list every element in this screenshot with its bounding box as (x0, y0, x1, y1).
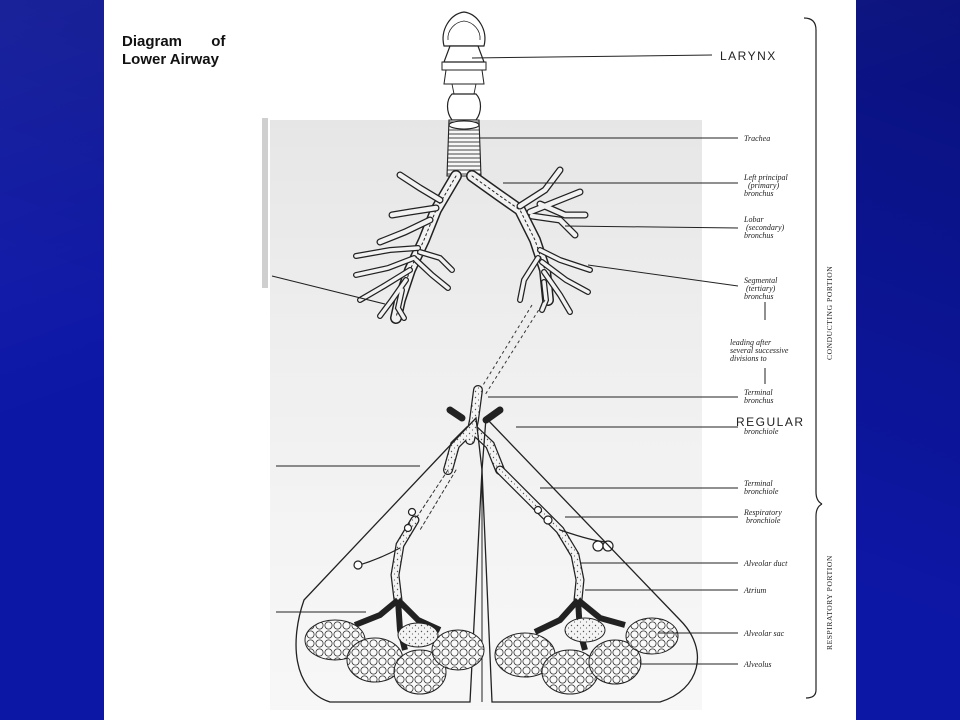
label-bronchiole: bronchiole (744, 427, 779, 436)
successive-division-lines (476, 299, 546, 396)
larynx-drawing (441, 11, 487, 121)
title-line-2: Lower Airway (122, 51, 219, 68)
bronchial-tree (353, 166, 593, 324)
trachea-drawing (446, 119, 482, 177)
label-left-principal-2: (primary) (748, 181, 779, 190)
label-trachea: Trachea (744, 134, 770, 143)
label-terminal-bronchiole-1: Terminal (744, 479, 773, 488)
label-left-principal-3: bronchus (744, 189, 773, 198)
left-pointer-lines (271, 275, 420, 613)
respiratory-bracket (805, 503, 823, 699)
label-lobar-3: bronchus (744, 231, 773, 240)
label-segmental-2: (tertiary) (746, 284, 776, 293)
conducting-bracket (803, 17, 823, 505)
label-regular: REGULAR (736, 415, 805, 429)
label-larynx: LARYNX (720, 49, 777, 63)
label-terminal-bronchus-2: bronchus (744, 396, 773, 405)
respiratory-portion-label: RESPIRATORY PORTION (825, 555, 834, 650)
alveolar-sacs-right (494, 597, 679, 695)
alveolar-sacs-left (304, 597, 485, 695)
diagram-labels: LARYNX Trachea Left principal (primary) … (720, 49, 805, 669)
scan-margin-text (262, 118, 268, 288)
label-segmental-1: Segmental (744, 276, 778, 285)
label-lobar-1: Lobar (743, 215, 764, 224)
label-alveolus: Alveolus (743, 660, 772, 669)
label-lobar-2: (secondary) (746, 223, 785, 232)
label-leading-2: several successive (730, 346, 789, 355)
acinus-outlines (295, 416, 699, 703)
leader-lines (471, 54, 766, 665)
diagram-title: Diagram of Lower Airway (122, 33, 262, 69)
label-leading-1: leading after (730, 338, 772, 347)
label-terminal-bronchiole-2: bronchiole (744, 487, 779, 496)
label-alveolar-sac: Alveolar sac (743, 629, 785, 638)
label-left-principal-1: Left principal (743, 173, 789, 182)
conducting-portion-label: CONDUCTING PORTION (825, 266, 834, 360)
label-respiratory-bronchiole-2: bronchiole (746, 516, 781, 525)
label-atrium: Atrium (743, 586, 766, 595)
label-alveolar-duct: Alveolar duct (743, 559, 788, 568)
label-leading-3: divisions to (730, 354, 767, 363)
label-segmental-3: bronchus (744, 292, 773, 301)
title-line-1: Diagram of (122, 33, 226, 50)
bronchiole-tree (353, 385, 614, 605)
label-terminal-bronchus-1: Terminal (744, 388, 773, 397)
label-respiratory-bronchiole-1: Respiratory (743, 508, 782, 517)
